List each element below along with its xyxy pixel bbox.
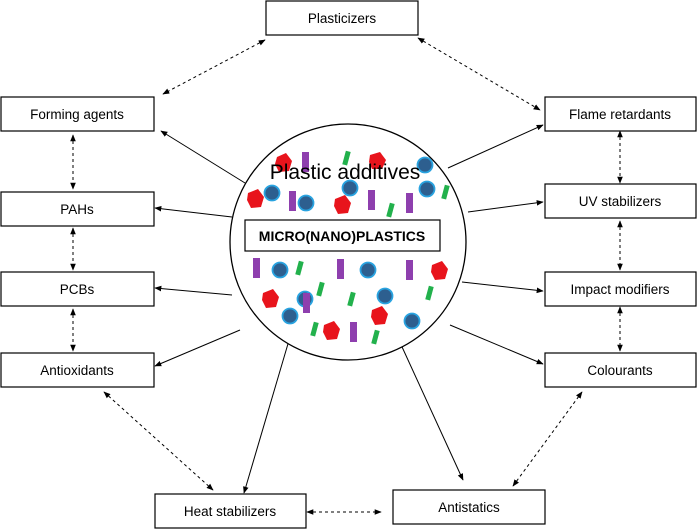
arrow-to-pahs xyxy=(154,205,233,218)
solid-arrows xyxy=(154,124,544,494)
green-particle xyxy=(342,150,351,166)
purple-particle xyxy=(303,293,310,313)
box-antistatics-label: Antistatics xyxy=(438,500,500,515)
arrow-to-impact-modifiers xyxy=(461,281,544,294)
box-plasticizers: Plasticizers xyxy=(265,0,419,36)
green-particle xyxy=(316,281,325,297)
green-particle xyxy=(441,184,450,200)
blue-particle xyxy=(376,287,394,305)
red-particle xyxy=(275,153,292,172)
green-particle xyxy=(295,260,304,276)
blue-particle xyxy=(416,156,434,174)
box-colourants: Colourants xyxy=(544,352,697,388)
red-particle xyxy=(369,152,386,169)
center-title: Plastic additives xyxy=(270,161,421,184)
particles xyxy=(247,150,450,345)
arrow-to-antistatics xyxy=(391,324,464,481)
purple-particle xyxy=(289,191,296,211)
box-pahs-label: PAHs xyxy=(60,202,94,217)
arrow-to-forming-agents xyxy=(160,130,246,184)
green-particle xyxy=(386,202,395,218)
box-colourants-label: Colourants xyxy=(587,363,653,378)
box-plasticizers-label: Plasticizers xyxy=(308,11,377,26)
arrow-to-heat-stabilizers xyxy=(243,319,296,494)
red-particle xyxy=(262,289,279,308)
red-particle xyxy=(323,321,340,340)
link-plasticizers-flame-retardants xyxy=(417,37,541,111)
purple-particle xyxy=(406,193,413,213)
arrow-to-antioxidants xyxy=(154,329,241,367)
box-heat-stabilizers: Heat stabilizers xyxy=(154,493,307,529)
box-pahs: PAHs xyxy=(0,191,155,227)
blue-particle xyxy=(263,184,281,202)
arrow-to-pcbs xyxy=(154,285,233,296)
green-particle xyxy=(310,321,319,337)
box-forming-agents-label: Forming agents xyxy=(30,107,124,122)
micro-nano-plastics-box: MICRO(NANO)PLASTICS xyxy=(244,219,441,252)
blue-particle xyxy=(403,312,421,330)
dashed-arrows xyxy=(70,37,623,515)
micro-nano-plastics-label: MICRO(NANO)PLASTICS xyxy=(259,228,425,244)
box-heat-stabilizers-label: Heat stabilizers xyxy=(184,504,277,519)
purple-particle xyxy=(337,259,344,279)
box-uv-stabilizers-label: UV stabilizers xyxy=(579,194,662,209)
blue-particle xyxy=(418,180,436,198)
link-antistatics-colourants xyxy=(512,391,583,487)
purple-particle xyxy=(406,260,413,280)
purple-particle xyxy=(350,322,357,342)
box-antioxidants-label: Antioxidants xyxy=(40,363,114,378)
green-particle xyxy=(371,329,380,345)
link-antioxidants-heat-stabilizers xyxy=(103,391,214,491)
blue-particle xyxy=(359,261,377,279)
arrow-to-uv-stabilizers xyxy=(467,200,544,213)
link-plasticizers-forming-agents xyxy=(162,39,266,95)
arrow-to-colourants xyxy=(449,324,544,365)
green-particle xyxy=(347,291,356,307)
red-particle xyxy=(334,195,351,214)
purple-particle xyxy=(368,190,375,210)
arrow-to-flame-retardants xyxy=(447,124,544,169)
box-uv-stabilizers: UV stabilizers xyxy=(544,183,697,219)
purple-particle xyxy=(253,258,260,278)
box-forming-agents: Forming agents xyxy=(0,96,155,132)
green-particle xyxy=(425,285,434,301)
box-pcbs-label: PCBs xyxy=(60,282,95,297)
purple-particle xyxy=(302,152,309,172)
box-flame-retardants-label: Flame retardants xyxy=(569,107,671,122)
blue-particle xyxy=(281,307,299,325)
box-pcbs: PCBs xyxy=(0,271,155,307)
box-impact-modifiers: Impact modifiers xyxy=(544,271,697,307)
blue-particle xyxy=(297,194,315,212)
box-impact-modifiers-label: Impact modifiers xyxy=(570,282,669,297)
red-particle xyxy=(431,261,448,280)
blue-particle xyxy=(341,179,359,197)
box-antistatics: Antistatics xyxy=(392,489,546,525)
blue-particle xyxy=(271,261,289,279)
box-flame-retardants: Flame retardants xyxy=(544,96,697,132)
red-particle xyxy=(371,306,388,325)
box-antioxidants: Antioxidants xyxy=(0,352,155,388)
red-particle xyxy=(247,189,264,208)
